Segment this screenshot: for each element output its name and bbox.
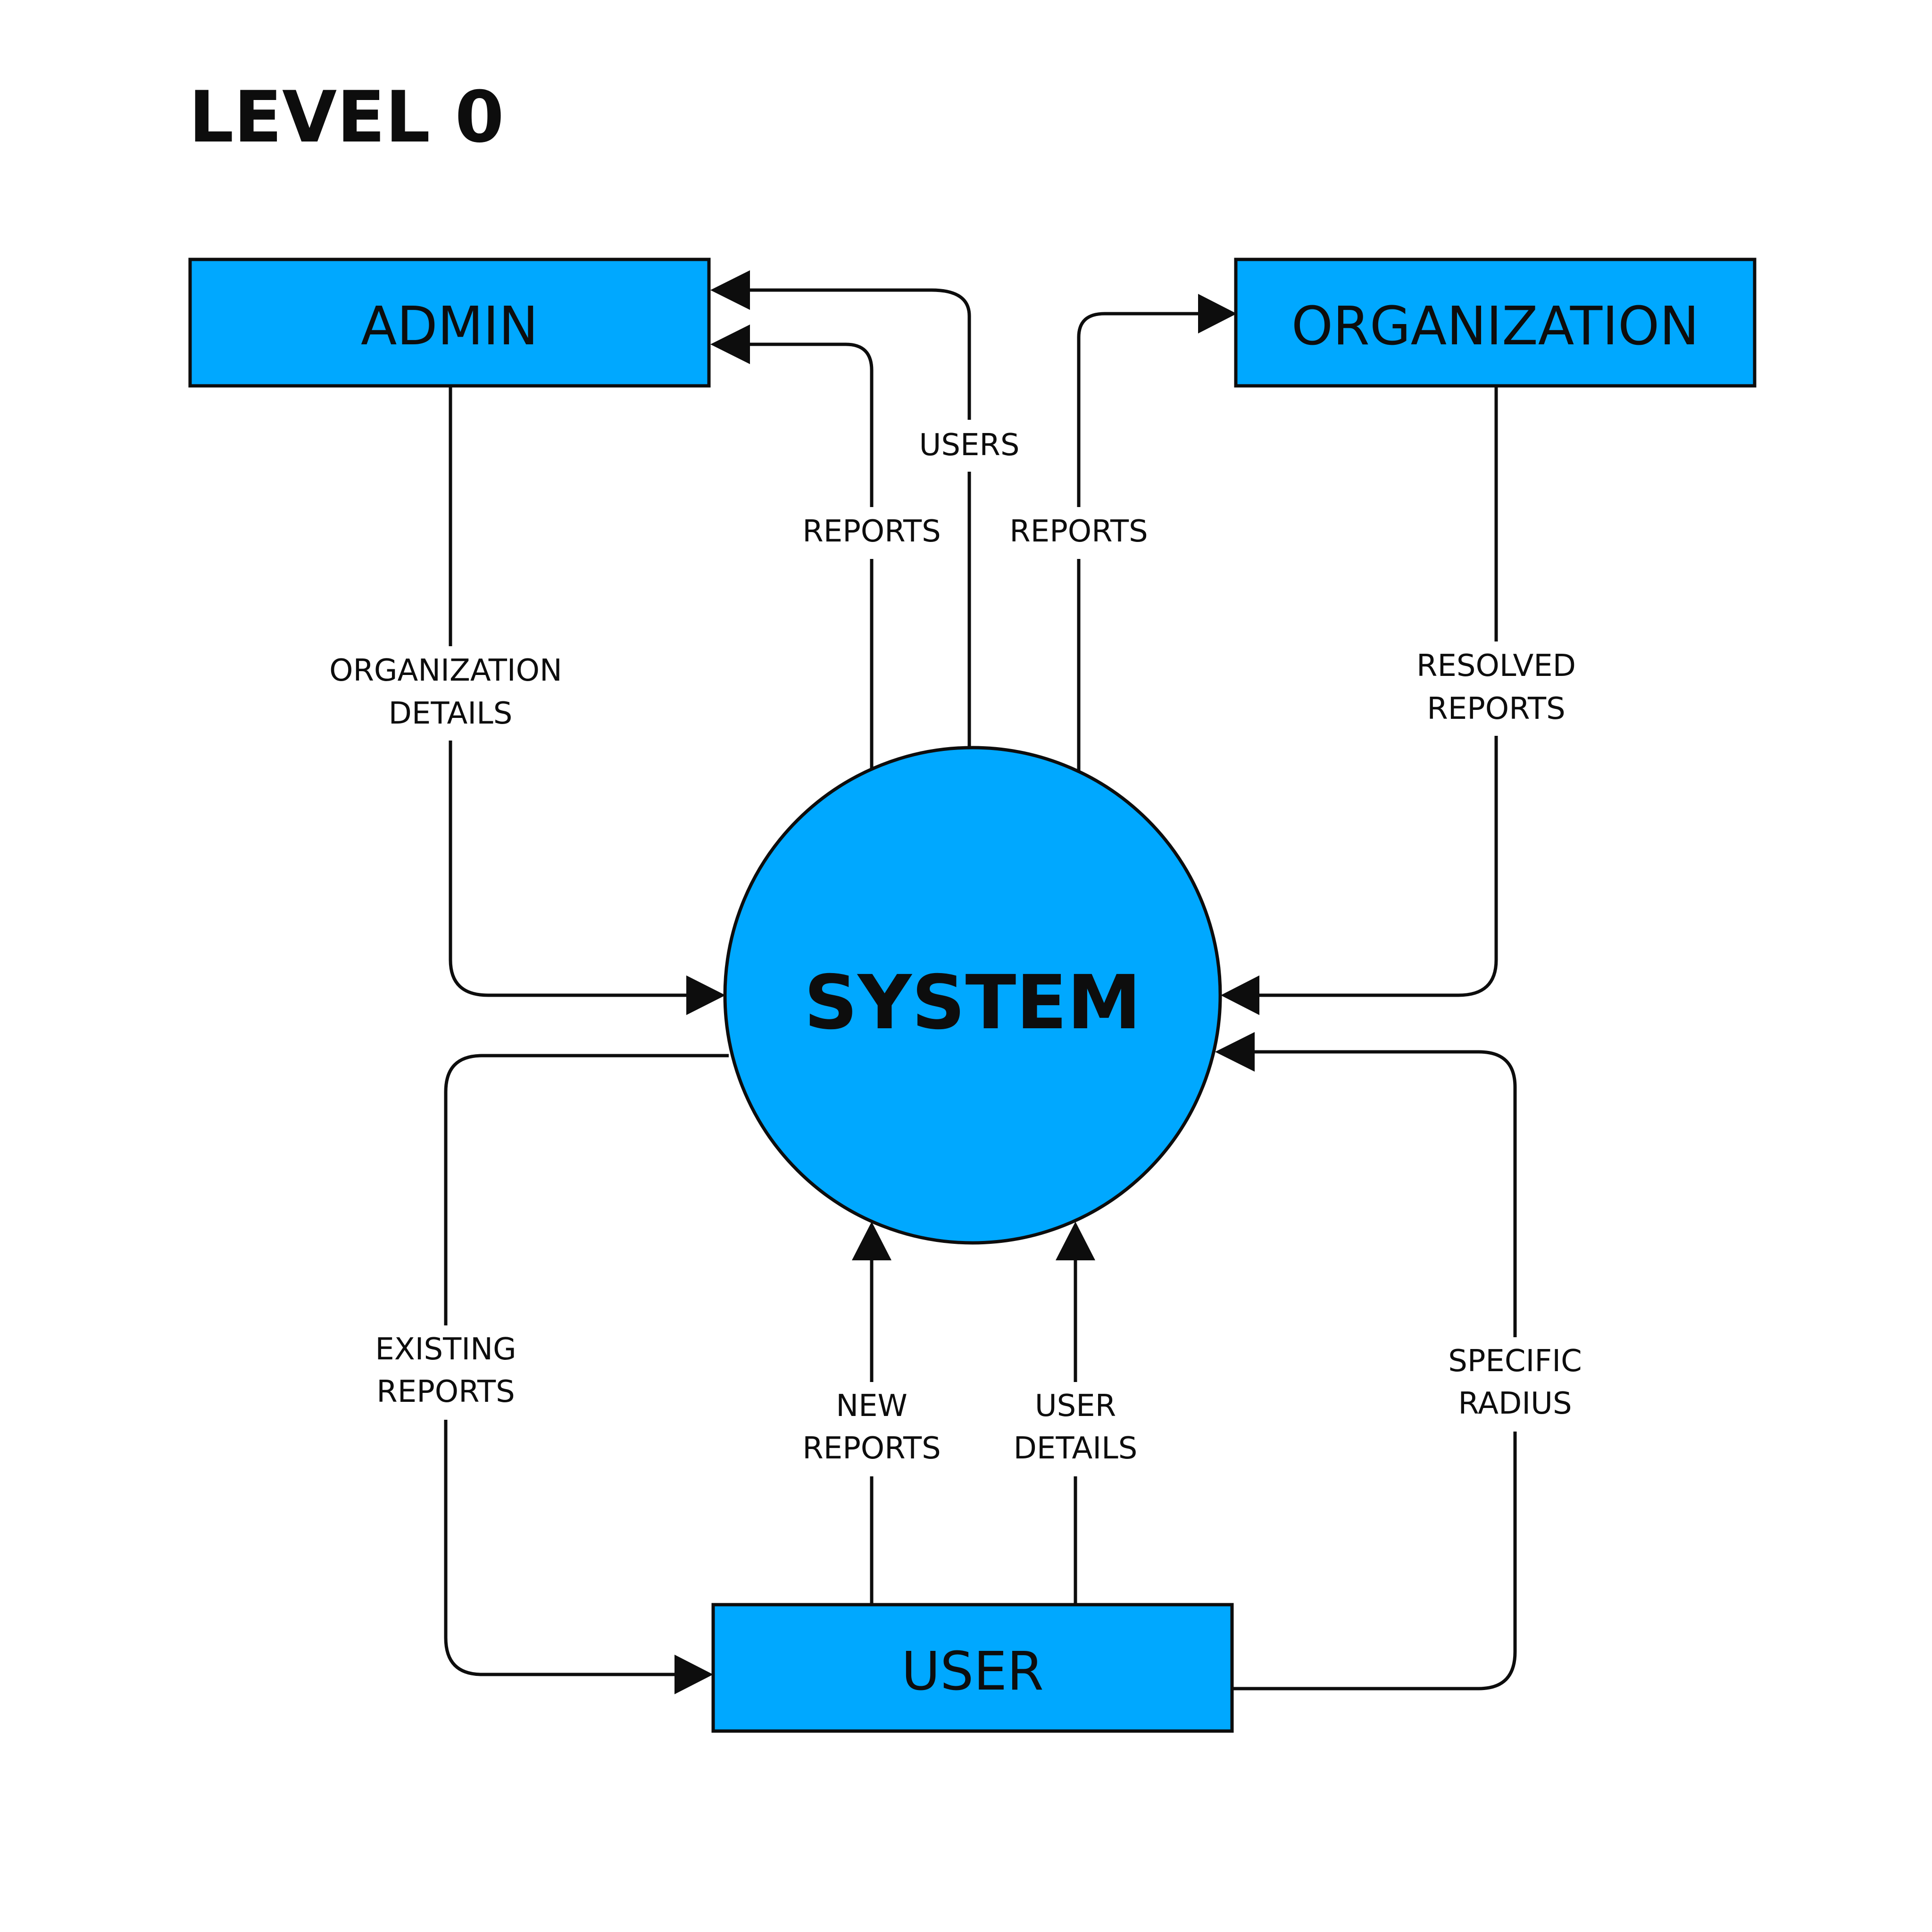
- entity-user: USER: [711, 1603, 1234, 1733]
- entity-organization-label: ORGANIZATION: [1291, 296, 1699, 357]
- flow-label-existing-reports: EXISTING REPORTS: [368, 1325, 524, 1420]
- flow-label-specific-radius: SPECIFIC RADIUS: [1436, 1337, 1594, 1432]
- flow-specific-radius-arrowhead: [1215, 1032, 1255, 1072]
- flow-label-specific-radius-line-2: RADIUS: [1458, 1386, 1572, 1421]
- flow-label-existing-reports-line-2: REPORTS: [376, 1374, 515, 1409]
- flow-label-organization-details-line-2: DETAILS: [389, 696, 513, 731]
- flow-new-reports-arrowhead: [852, 1222, 891, 1260]
- flow-label-resolved-reports-line-1: RESOLVED: [1416, 649, 1576, 683]
- flow-resolved-reports-arrowhead: [1221, 975, 1259, 1015]
- flow-label-resolved-reports: RESOLVED REPORTS: [1403, 641, 1589, 736]
- flow-organization-details-arrowhead: [686, 975, 725, 1015]
- entity-admin-label: ADMIN: [361, 296, 538, 357]
- flow-label-organization-details: ORGANIZATION DETAILS: [316, 646, 585, 741]
- flow-existing-reports-arrowhead: [675, 1655, 713, 1694]
- flow-label-existing-reports-line-1: EXISTING: [375, 1332, 516, 1367]
- entity-user-label: USER: [901, 1641, 1044, 1702]
- process-system: SYSTEM: [723, 746, 1222, 1245]
- flow-label-reports-to-admin-line-1: REPORTS: [802, 514, 941, 549]
- flow-users-line: [750, 288, 971, 748]
- flow-label-new-reports: NEW REPORTS: [797, 1382, 946, 1476]
- entity-admin-box: [188, 258, 711, 388]
- flow-reports-to-admin-line: [750, 342, 874, 769]
- flow-label-users: USERS: [915, 420, 1024, 472]
- entity-organization-box: [1234, 258, 1757, 388]
- entity-user-box: [711, 1603, 1234, 1733]
- process-system-label: SYSTEM: [804, 959, 1141, 1046]
- diagram-title: LEVEL 0: [189, 76, 504, 158]
- flow-resolved-reports-line: [1259, 387, 1498, 997]
- flow-label-organization-details-line-1: ORGANIZATION: [329, 653, 562, 688]
- flow-label-resolved-reports-line-2: REPORTS: [1427, 691, 1565, 726]
- flow-reports-to-organization-arrowhead: [1198, 294, 1237, 333]
- flow-organization-details-line: [449, 387, 686, 997]
- flow-reports-to-admin-arrowhead: [710, 325, 750, 364]
- flow-label-new-reports-line-1: NEW: [836, 1389, 908, 1424]
- flow-label-specific-radius-line-1: SPECIFIC: [1448, 1344, 1582, 1379]
- flow-user-details-arrowhead: [1056, 1222, 1095, 1260]
- entity-organization: ORGANIZATION: [1234, 258, 1757, 388]
- entity-admin: ADMIN: [188, 258, 711, 388]
- flow-label-reports-to-organization-line-1: REPORTS: [1009, 514, 1148, 549]
- flow-reports-to-organization-line: [1077, 312, 1198, 771]
- process-system-circle: [723, 746, 1222, 1245]
- flow-label-user-details-line-2: DETAILS: [1014, 1431, 1138, 1466]
- flow-label-new-reports-line-2: REPORTS: [802, 1431, 941, 1466]
- flow-label-users-line-1: USERS: [919, 428, 1020, 463]
- flow-label-user-details: USER DETAILS: [1005, 1382, 1146, 1476]
- flow-label-reports-to-admin: REPORTS: [797, 507, 946, 559]
- flow-label-reports-to-organization: REPORTS: [1004, 507, 1154, 559]
- flow-users-arrowhead: [710, 270, 750, 310]
- flow-label-user-details-line-1: USER: [1035, 1389, 1116, 1424]
